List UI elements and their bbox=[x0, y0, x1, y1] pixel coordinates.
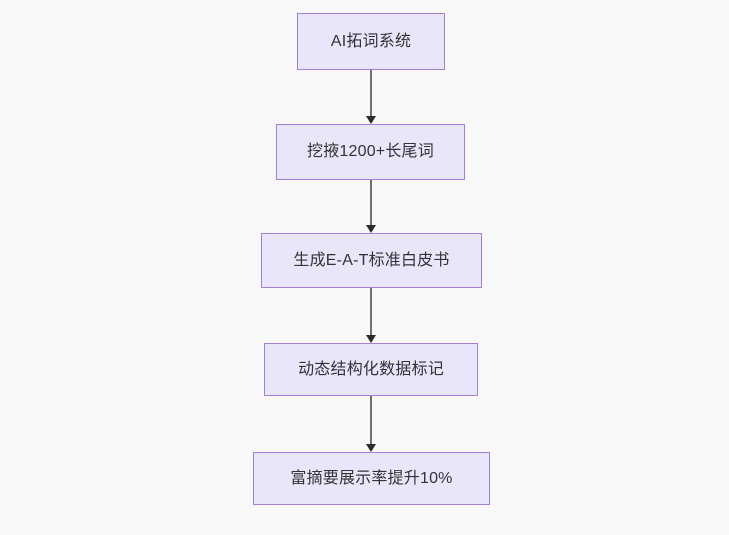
flow-node-ai-keyword-system[interactable]: AI拓词系统 bbox=[297, 13, 445, 70]
flow-node-generate-eat-whitepaper[interactable]: 生成E-A-T标准白皮书 bbox=[261, 233, 482, 288]
flow-node-mine-longtail-keywords[interactable]: 挖掖1200+长尾词 bbox=[276, 124, 465, 180]
arrow-down-icon bbox=[366, 116, 376, 124]
flow-edge-3 bbox=[361, 288, 381, 343]
flow-node-dynamic-structured-data-markup[interactable]: 动态结构化数据标记 bbox=[264, 343, 478, 396]
flow-node-rich-snippet-impression-lift[interactable]: 富摘要展示率提升10% bbox=[253, 452, 490, 505]
edge-line bbox=[370, 396, 372, 445]
flow-edge-2 bbox=[361, 180, 381, 233]
edge-line bbox=[370, 180, 372, 226]
arrow-down-icon bbox=[366, 335, 376, 343]
flow-node-label: 动态结构化数据标记 bbox=[298, 360, 444, 378]
edge-line bbox=[370, 288, 372, 336]
arrow-down-icon bbox=[366, 225, 376, 233]
flow-edge-4 bbox=[361, 396, 381, 452]
edge-line bbox=[370, 70, 372, 117]
arrow-down-icon bbox=[366, 444, 376, 452]
flow-node-label: 挖掖1200+长尾词 bbox=[307, 143, 434, 161]
flow-edge-1 bbox=[361, 70, 381, 124]
flow-node-label: AI拓词系统 bbox=[330, 32, 412, 50]
flow-node-label: 富摘要展示率提升10% bbox=[290, 469, 453, 487]
flow-node-label: 生成E-A-T标准白皮书 bbox=[293, 251, 450, 269]
